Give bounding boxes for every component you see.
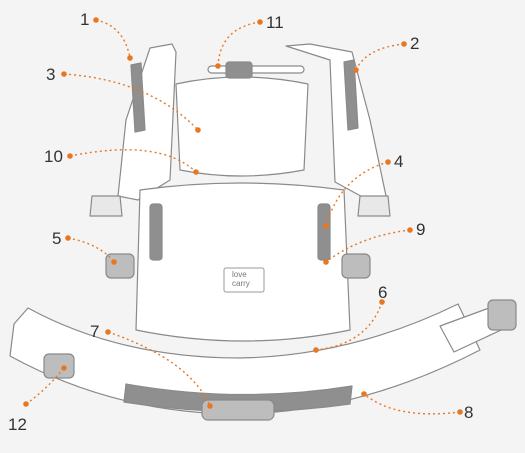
callout-dot: [93, 17, 99, 23]
belt-dark-band: [123, 383, 353, 413]
callout-label-3: 3: [46, 65, 56, 84]
callout-dot: [127, 55, 133, 61]
leader-line-6: [315, 301, 383, 351]
leader-line-2: [355, 43, 405, 71]
callout-label-4: 4: [394, 152, 404, 171]
callout-dot: [323, 259, 329, 265]
callout-dot: [323, 223, 329, 229]
callout-dot: [23, 401, 29, 407]
right-side-tab: [357, 195, 391, 217]
callout-label-6: 6: [378, 283, 388, 302]
belt-left-buckle: [43, 353, 75, 379]
leader-line-11: [217, 21, 261, 67]
callout-dot: [195, 127, 201, 133]
left-front-adjuster: [149, 203, 163, 261]
callout-label-7: 7: [90, 322, 100, 341]
callout-dot: [111, 259, 117, 265]
leader-line-5: [67, 237, 115, 263]
left-strap-dark-pad: [130, 62, 146, 133]
callout-dot: [207, 403, 213, 409]
right-front-adjuster: [317, 203, 331, 261]
leader-line-1: [95, 19, 131, 59]
leader-line-8: [363, 393, 461, 415]
callout-dot: [407, 227, 413, 233]
callout-label-11: 11: [266, 13, 284, 32]
callout-label-9: 9: [416, 220, 426, 239]
callout-dot: [457, 409, 463, 415]
belt-right-buckle: [487, 299, 517, 331]
callout-label-10: 10: [44, 147, 63, 166]
callout-dot: [257, 19, 263, 25]
body-panel: [135, 182, 351, 342]
leader-line-12: [25, 367, 65, 405]
callout-dot: [65, 235, 71, 241]
right-side-buckle: [341, 253, 371, 279]
logo-box: [223, 267, 265, 293]
callout-dot: [61, 365, 67, 371]
leader-line-10: [69, 149, 197, 173]
callout-dot: [67, 153, 73, 159]
callout-dot: [361, 391, 367, 397]
callout-dot: [105, 329, 111, 335]
leader-line-4: [325, 161, 389, 227]
sternum-buckle: [225, 61, 253, 79]
logo-text-love: love: [232, 270, 247, 279]
callout-dot: [353, 67, 359, 73]
callout-label-5: 5: [52, 229, 62, 248]
callout-dot: [193, 169, 199, 175]
right-strap-dark-pad: [343, 59, 359, 131]
sternum-strap: [207, 65, 305, 74]
callout-label-2: 2: [410, 34, 420, 53]
hood-panel: [175, 76, 309, 177]
logo-text-carry: carry: [232, 279, 250, 288]
callout-label-1: 1: [80, 10, 90, 29]
callout-dot: [313, 347, 319, 353]
callout-label-12: 12: [8, 415, 27, 434]
callout-label-8: 8: [464, 403, 474, 422]
callout-dot: [215, 63, 221, 69]
left-side-tab: [89, 195, 123, 217]
callout-dot: [379, 299, 385, 305]
left-side-buckle: [105, 253, 135, 279]
belt-center-buckle: [201, 399, 275, 421]
callout-dot: [385, 159, 391, 165]
left-shoulder-strap: [117, 43, 177, 201]
callout-dot: [61, 71, 67, 77]
callout-dot: [401, 41, 407, 47]
